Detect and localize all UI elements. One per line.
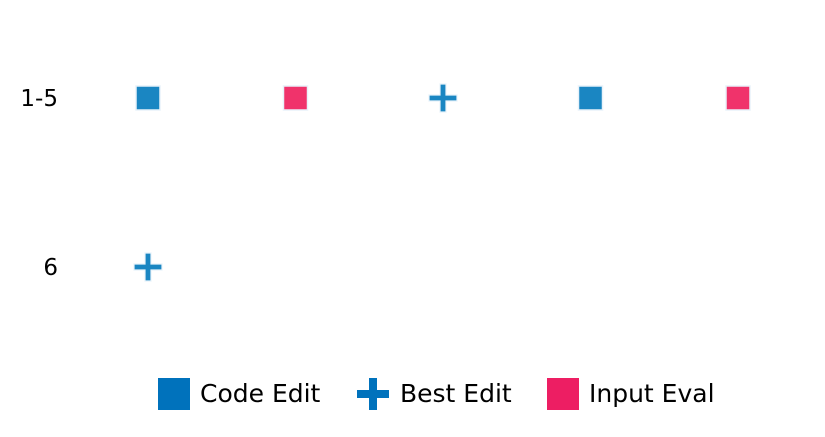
legend-swatch — [547, 378, 579, 410]
marker-input-eval — [282, 85, 309, 111]
marker-code-edit — [135, 85, 161, 111]
legend-label: Input Eval — [589, 379, 715, 408]
legend-item: Input Eval — [547, 378, 715, 410]
row-label: 1-5 — [20, 86, 58, 112]
legend-item: Code Edit — [158, 378, 321, 410]
marker-code-edit — [577, 85, 604, 111]
marker-best-edit — [428, 83, 458, 113]
marker-best-edit — [133, 252, 163, 282]
legend-swatch — [357, 378, 389, 410]
legend-item: Best Edit — [357, 378, 512, 410]
row-labels: 1-5 6 — [20, 86, 58, 281]
markers — [133, 83, 751, 282]
legend-swatch — [158, 378, 190, 410]
legend-label: Code Edit — [200, 379, 321, 408]
legend-label: Best Edit — [400, 379, 512, 408]
row-label: 6 — [43, 255, 58, 281]
legend: Code Edit Best Edit Input Eval — [158, 378, 715, 410]
marker-input-eval — [725, 85, 751, 111]
